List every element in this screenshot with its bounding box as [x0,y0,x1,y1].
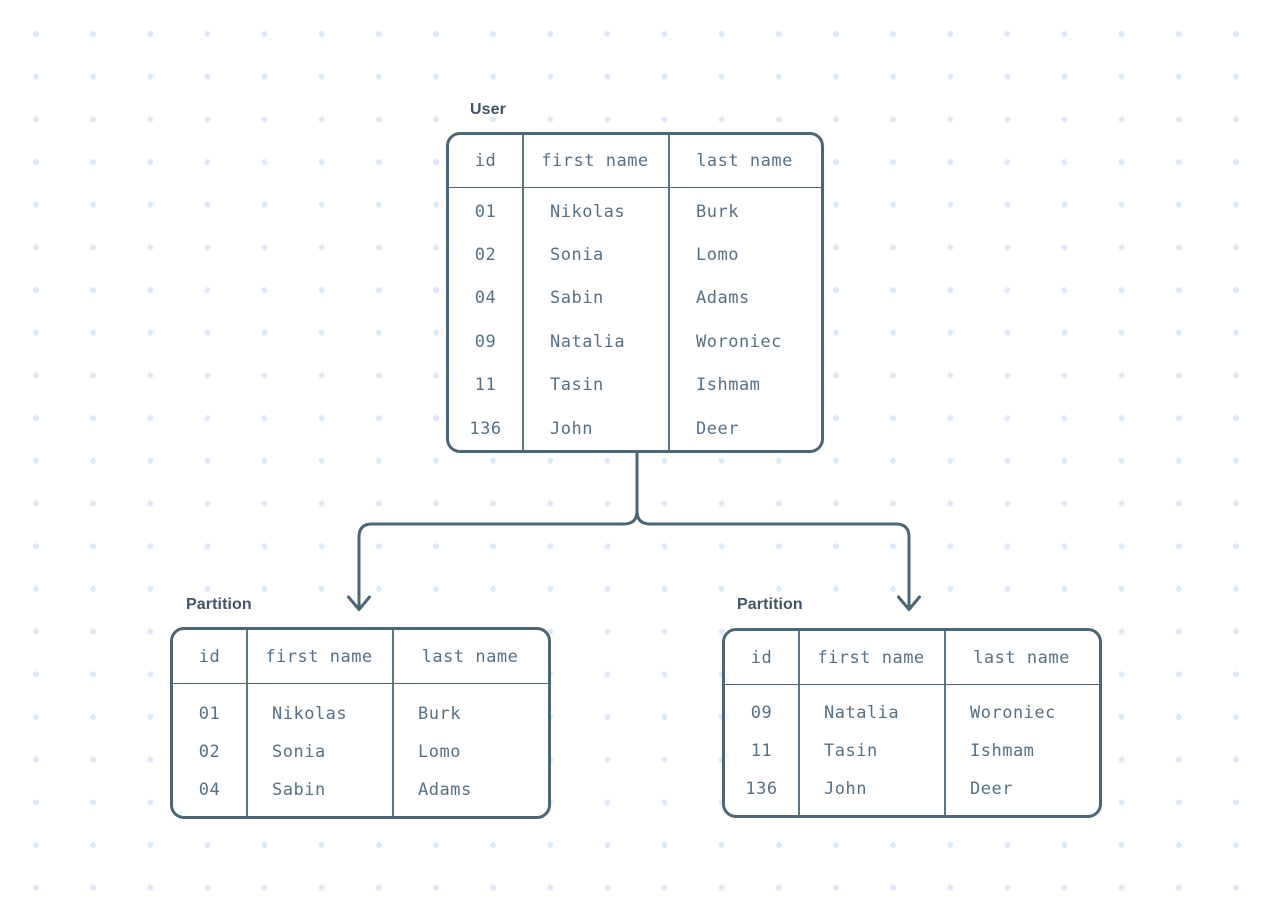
cell-id: 136 [469,418,502,439]
column-header: last name [421,646,519,667]
column-header: id [750,647,773,668]
cell-id: 02 [198,742,221,762]
table-header-row: id first name last name [449,135,821,188]
cell-last-name: Deer [970,779,1013,799]
table-row: 11 Tasin Ishmam [725,732,1099,770]
cell-last-name: Burk [418,704,461,724]
cell-first-name: John [824,779,867,799]
cell-id: 01 [198,704,221,724]
column-divider [668,135,670,450]
column-divider [798,631,800,815]
cell-id: 09 [750,703,773,723]
cell-first-name: Sabin [272,780,326,800]
cell-last-name: Woroniec [696,331,782,352]
table-body: 09 Natalia Woroniec 11 Tasin Ishmam 136 John Dee… [725,685,1099,808]
table-row: 09 Natalia Woroniec [449,320,821,363]
cell-last-name: Deer [696,418,739,439]
cell-first-name: Natalia [550,331,626,352]
table-header-row: id first name last name [725,631,1099,685]
cell-first-name: Nikolas [272,704,348,724]
cell-last-name: Lomo [418,742,461,762]
column-divider [246,630,248,816]
column-header: id [474,151,497,171]
connector-right-branch [635,509,911,609]
cell-first-name: Sonia [272,742,326,762]
cell-last-name: Ishmam [696,375,761,396]
cell-id: 136 [745,779,778,799]
cell-first-name: Sabin [550,288,604,309]
table-partition-left: id first name last name 01 Nikolas Burk 02 Son… [170,627,551,819]
table-partition-right: id first name last name 09 Natalia Woroniec 1… [722,628,1102,818]
column-header: last name [973,647,1070,668]
table-body: 01 Nikolas Burk 02 Sonia Lomo 04 Sabin Adams 09 Na… [449,188,821,450]
column-divider [392,630,394,816]
table-title-partition-left: Partition [186,596,252,613]
cell-id: 04 [474,288,497,309]
table-row: 09 Natalia Woroniec [725,694,1099,732]
arrow-down-icon [347,595,371,611]
cell-id: 11 [750,741,773,761]
cell-id: 02 [474,245,497,266]
table-row: 02 Sonia Lomo [173,733,548,771]
column-divider [944,631,946,815]
table-row: 01 Nikolas Burk [449,190,821,233]
cell-last-name: Lomo [696,245,739,266]
table-title-user: User [470,101,506,118]
table-title-partition-right: Partition [737,596,803,613]
table-row: 04 Sabin Adams [449,277,821,320]
cell-id: 01 [474,201,497,222]
cell-last-name: Adams [418,780,472,800]
arrow-down-icon [897,595,921,611]
column-header: id [198,646,221,667]
column-divider [522,135,524,450]
table-row: 11 Tasin Ishmam [449,364,821,407]
table-row: 01 Nikolas Burk [173,695,548,733]
table-header-row: id first name last name [173,630,548,684]
cell-first-name: Tasin [824,741,878,761]
column-header: first name [265,646,373,667]
cell-id: 09 [474,331,497,352]
table-row: 136 John Deer [725,770,1099,808]
cell-first-name: Tasin [550,375,604,396]
cell-last-name: Woroniec [970,703,1056,723]
cell-first-name: Natalia [824,703,900,723]
cell-id: 04 [198,780,221,800]
column-header: last name [696,151,793,171]
table-row: 136 John Deer [449,407,821,450]
column-header: first name [817,647,925,668]
cell-last-name: Burk [696,201,739,222]
cell-id: 11 [474,375,497,396]
connector-left-branch [357,509,639,609]
table-user: id first name last name 01 Nikolas Burk 02 Son… [446,132,824,453]
table-body: 01 Nikolas Burk 02 Sonia Lomo 04 Sabin Adams [173,684,548,809]
cell-last-name: Ishmam [970,741,1035,761]
cell-last-name: Adams [696,288,750,309]
cell-first-name: John [550,418,593,439]
cell-first-name: Nikolas [550,201,626,222]
table-row: 02 Sonia Lomo [449,233,821,276]
cell-first-name: Sonia [550,245,604,266]
column-header: first name [541,151,649,171]
table-row: 04 Sabin Adams [173,771,548,809]
